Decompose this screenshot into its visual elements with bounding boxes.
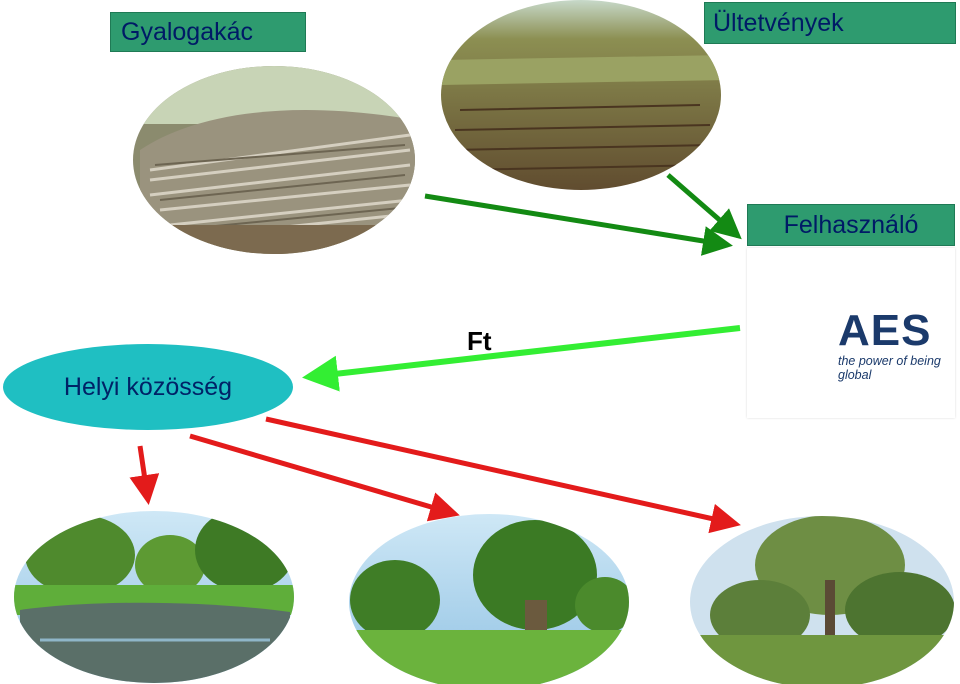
label-plantations: Ültetvények <box>704 2 956 44</box>
label-user: Felhasználó <box>747 204 955 246</box>
community-node: Helyi közösség <box>3 344 293 430</box>
arrow-community-to-pond <box>129 445 160 505</box>
photo-pond <box>14 511 294 683</box>
photo-wood-pile <box>133 66 415 254</box>
aes-brand: AES <box>838 306 932 355</box>
aes-tagline: the power of being global <box>838 354 941 382</box>
arrow-payment-to-community <box>302 325 741 392</box>
photo-plantation-field <box>441 0 721 190</box>
arrow-community-to-forest <box>265 416 741 534</box>
label-source: Gyalogakác <box>110 12 306 52</box>
photo-forest-edge <box>690 516 954 684</box>
photo-lone-tree <box>349 514 629 684</box>
arrow-plantation-to-user <box>666 173 742 240</box>
aes-logo-card <box>747 248 955 418</box>
arrow-community-to-tree <box>189 433 460 522</box>
payment-label: Ft <box>467 326 492 356</box>
arrow-source-to-user <box>424 193 733 256</box>
